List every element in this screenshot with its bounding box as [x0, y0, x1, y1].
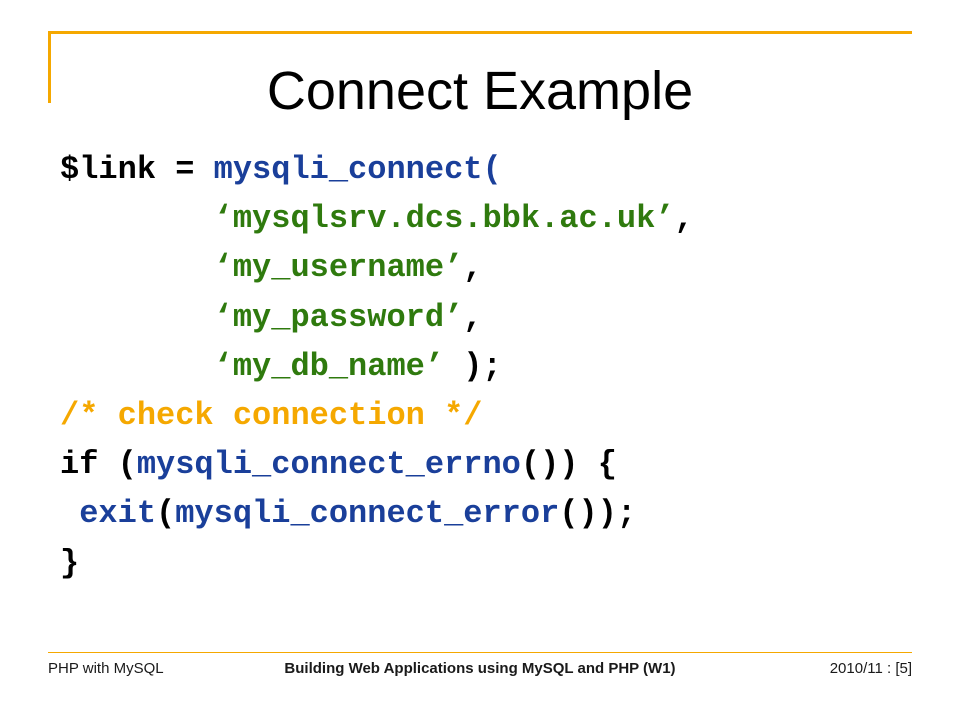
code-line: if (mysqli_connect_errno()) { — [60, 440, 940, 489]
accent-left-rule — [48, 31, 51, 103]
footer-module-title: Building Web Applications using MySQL an… — [284, 660, 676, 677]
code-token-kw: , — [463, 298, 483, 336]
code-line: exit(mysqli_connect_error()); — [60, 489, 940, 538]
footer-course: PHP with MySQL — [48, 660, 164, 677]
code-line: ‘my_password’, — [60, 293, 940, 342]
code-token-str: ‘my_username’ — [213, 249, 464, 287]
code-token-kw — [60, 299, 214, 336]
code-token-kw — [60, 249, 214, 286]
slide-title: Connect Example — [266, 61, 694, 121]
code-token-fn: mysqli_connect( — [213, 151, 502, 188]
code-token-kw: } — [60, 544, 80, 582]
footer-rule — [48, 652, 912, 653]
code-token-kw: ()) { — [520, 446, 617, 484]
code-token-kw — [60, 495, 79, 532]
footer-slide-number: 2010/11 : [5] — [829, 660, 912, 677]
code-token-kw: ); — [444, 347, 502, 385]
code-token-kw — [60, 348, 214, 385]
code-line: ‘mysqlsrv.dcs.bbk.ac.uk’, — [60, 194, 940, 243]
code-token-kw — [60, 200, 214, 237]
code-token-str: ‘my_db_name’ — [213, 347, 445, 385]
code-token-kw: if ( — [60, 446, 137, 484]
code-line: $link = mysqli_connect( — [60, 145, 940, 194]
code-line: /* check connection */ — [60, 391, 940, 440]
code-token-fn: exit — [79, 495, 157, 533]
code-token-kw: $link = — [60, 151, 214, 188]
code-line: ‘my_username’, — [60, 243, 940, 292]
code-block: $link = mysqli_connect( ‘mysqlsrv.dcs.bb… — [60, 145, 940, 588]
accent-top-rule — [48, 31, 912, 34]
code-token-str: ‘mysqlsrv.dcs.bbk.ac.uk’ — [213, 200, 675, 238]
code-token-kw: , — [463, 249, 483, 287]
code-token-fn: mysqli_connect_errno — [136, 446, 521, 484]
code-token-str: ‘my_password’ — [213, 298, 464, 336]
code-token-kw: ()); — [559, 495, 637, 533]
code-token-fn: mysqli_connect_error — [175, 495, 560, 533]
code-token-cmt: /* check connection */ — [60, 396, 483, 434]
code-token-kw: , — [674, 200, 694, 238]
code-token-kw: ( — [156, 495, 176, 533]
code-line: ‘my_db_name’ ); — [60, 342, 940, 391]
code-line: } — [60, 539, 940, 588]
